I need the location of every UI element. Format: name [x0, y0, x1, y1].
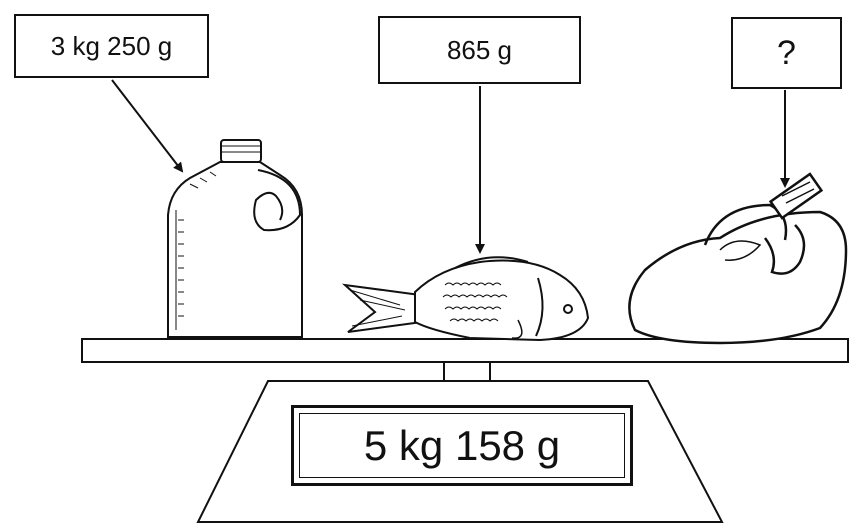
jug-weight-label: 3 kg 250 g — [14, 14, 209, 78]
chicken-icon — [629, 174, 846, 343]
scale-display: 5 kg 158 g — [291, 405, 633, 486]
scale-reading: 5 kg 158 g — [299, 413, 625, 478]
arrow-jug — [112, 80, 182, 171]
fish-weight-label: 865 g — [378, 16, 581, 84]
fish-icon — [345, 257, 588, 340]
chicken-weight-label: ? — [731, 17, 842, 89]
milk-jug-icon — [168, 140, 302, 337]
scale-stem — [444, 362, 490, 381]
